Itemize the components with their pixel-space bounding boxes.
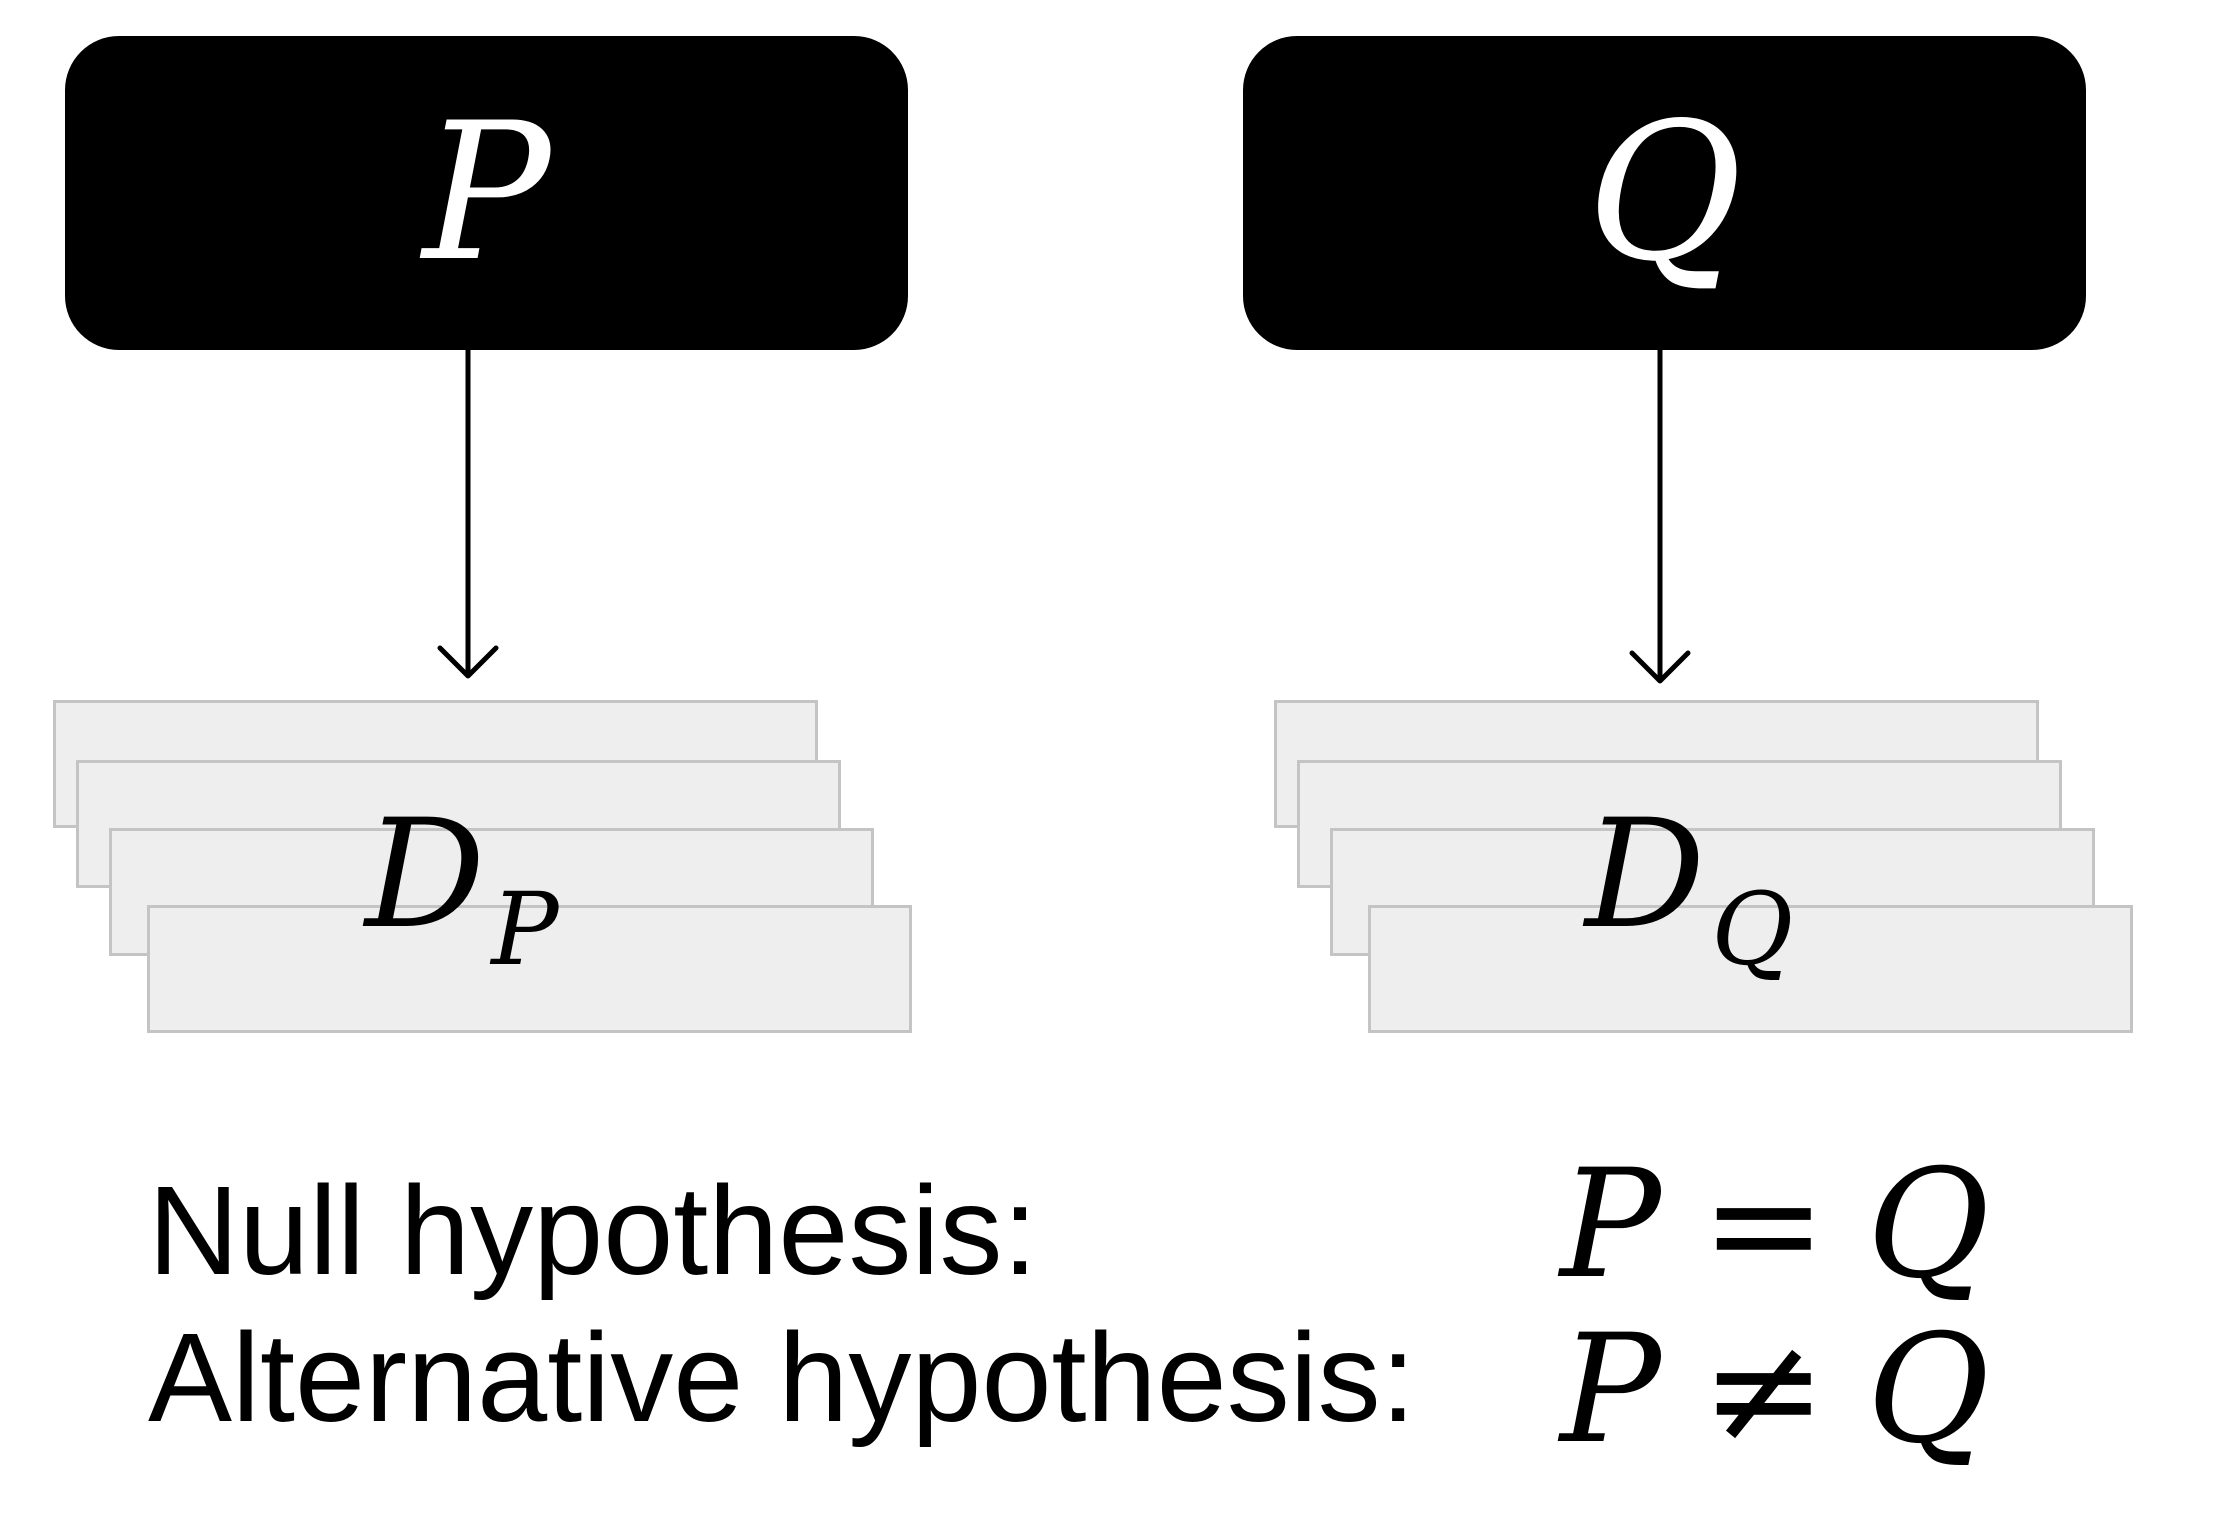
distribution-q-symbol: Q	[1586, 82, 1743, 303]
sample-p-symbol: D	[365, 788, 486, 962]
arrow-p-to-samples	[437, 350, 499, 679]
alternative-hypothesis-expression: P≠Q	[1560, 1315, 1990, 1465]
sample-p-subscript: P	[491, 871, 559, 988]
sample-p-label: DP	[365, 800, 559, 980]
null-hypothesis-right: Q	[1866, 1138, 1990, 1312]
null-hypothesis-expression: P=Q	[1560, 1150, 1990, 1300]
null-hypothesis-label: Null hypothesis:	[148, 1160, 1038, 1301]
sample-sheet-q	[1368, 905, 2133, 1033]
distribution-q-box: Q	[1243, 36, 2086, 350]
distribution-p-box: P	[65, 36, 908, 350]
alternative-hypothesis-label: Alternative hypothesis:	[148, 1307, 1416, 1448]
sample-q-label: DQ	[1585, 800, 1793, 980]
distribution-p-symbol: P	[422, 82, 551, 303]
alternative-hypothesis-operator: ≠	[1700, 1303, 1827, 1477]
sample-sheet-p	[147, 905, 912, 1033]
sample-q-subscript: Q	[1711, 871, 1794, 988]
null-hypothesis-left: P	[1560, 1138, 1661, 1312]
sample-q-symbol: D	[1585, 788, 1706, 962]
alternative-hypothesis-left: P	[1560, 1303, 1661, 1477]
alternative-hypothesis-right: Q	[1866, 1303, 1990, 1477]
null-hypothesis-operator: =	[1700, 1138, 1827, 1312]
arrow-q-to-samples	[1629, 350, 1691, 684]
